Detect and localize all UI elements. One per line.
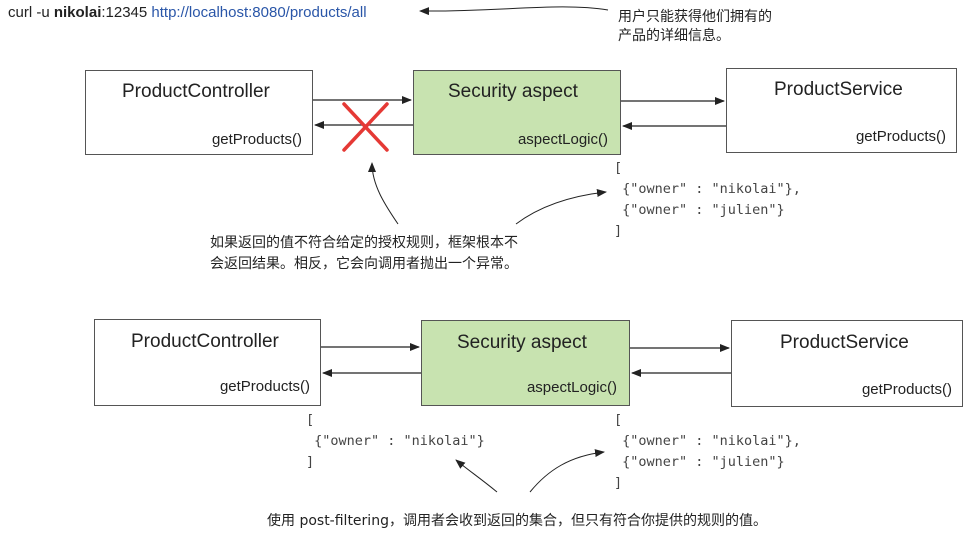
diagram1-result-line: {"owner" : "julien"} <box>614 202 785 218</box>
top-note-pointer-arrow <box>419 6 609 16</box>
diagram2-controller-method: getProducts() <box>219 378 310 395</box>
diagram2-aspect-box: Security aspect aspectLogic() <box>421 320 630 406</box>
diagram1-aspect-box: Security aspect aspectLogic() <box>413 70 621 155</box>
diagram2-controller-title: ProductController <box>131 331 279 352</box>
diagram1-note-line-2: 会返回结果。相反，它会向调用者抛出一个异常。 <box>210 256 518 272</box>
d2-note-pointer-to-result <box>529 449 605 493</box>
d2-note-pointer-to-filtered <box>455 459 498 493</box>
diagram1-controller-title: ProductController <box>122 81 270 102</box>
diagram1-aspect-title: Security aspect <box>448 81 578 102</box>
diagram2-filtered-line: {"owner" : "nikolai"} <box>306 433 485 449</box>
diagram2-result-line: ] <box>614 475 623 491</box>
curl-password: :12345 <box>101 4 152 21</box>
curl-command: curl -u nikolai:12345 http://localhost:8… <box>8 4 367 21</box>
diagram2-aspect-title: Security aspect <box>457 332 587 353</box>
diagram1-note-line-1: 如果返回的值不符合给定的授权规则，框架根本不 <box>210 235 518 251</box>
diagram1-result-line: [ <box>614 160 623 176</box>
diagram2-result-line: {"owner" : "nikolai"}, <box>614 433 801 449</box>
blocked-cross-icon <box>342 102 389 152</box>
diagram1-controller-method: getProducts() <box>211 131 302 148</box>
diagram1-service-method: getProducts() <box>855 128 946 145</box>
diagram2-result-line: {"owner" : "julien"} <box>614 454 785 470</box>
diagram1-result-line: {"owner" : "nikolai"}, <box>614 181 801 197</box>
top-note-line-1: 用户只能获得他们拥有的 <box>618 9 772 25</box>
diagram2-service-box: ProductService getProducts() <box>731 320 963 407</box>
curl-url: http://localhost:8080/products/all <box>151 4 367 21</box>
curl-user: nikolai <box>53 4 102 21</box>
diagram2-filtered-line: ] <box>306 454 315 470</box>
diagram2-service-method: getProducts() <box>861 381 952 398</box>
diagram2-controller-box: ProductController getProducts() <box>94 319 321 406</box>
diagram2-result-line: [ <box>614 412 623 428</box>
diagram1-result-line: ] <box>614 223 623 239</box>
d1-note-pointer-to-result <box>515 189 607 225</box>
diagram2-note: 使用 post-filtering，调用者会收到返回的集合，但只有符合你提供的规… <box>267 513 767 529</box>
diagram2-filtered-line: [ <box>306 412 315 428</box>
curl-prefix: curl -u <box>8 4 54 21</box>
diagram1-service-title: ProductService <box>774 79 903 100</box>
diagram1-aspect-method: aspectLogic() <box>517 131 608 148</box>
d1-note-pointer-to-cross <box>368 162 399 225</box>
diagram1-service-box: ProductService getProducts() <box>726 68 957 153</box>
diagram2-service-title: ProductService <box>780 332 909 353</box>
top-note-line-2: 产品的详细信息。 <box>618 28 730 44</box>
diagram1-controller-box: ProductController getProducts() <box>85 70 313 155</box>
diagram2-aspect-method: aspectLogic() <box>526 379 617 396</box>
